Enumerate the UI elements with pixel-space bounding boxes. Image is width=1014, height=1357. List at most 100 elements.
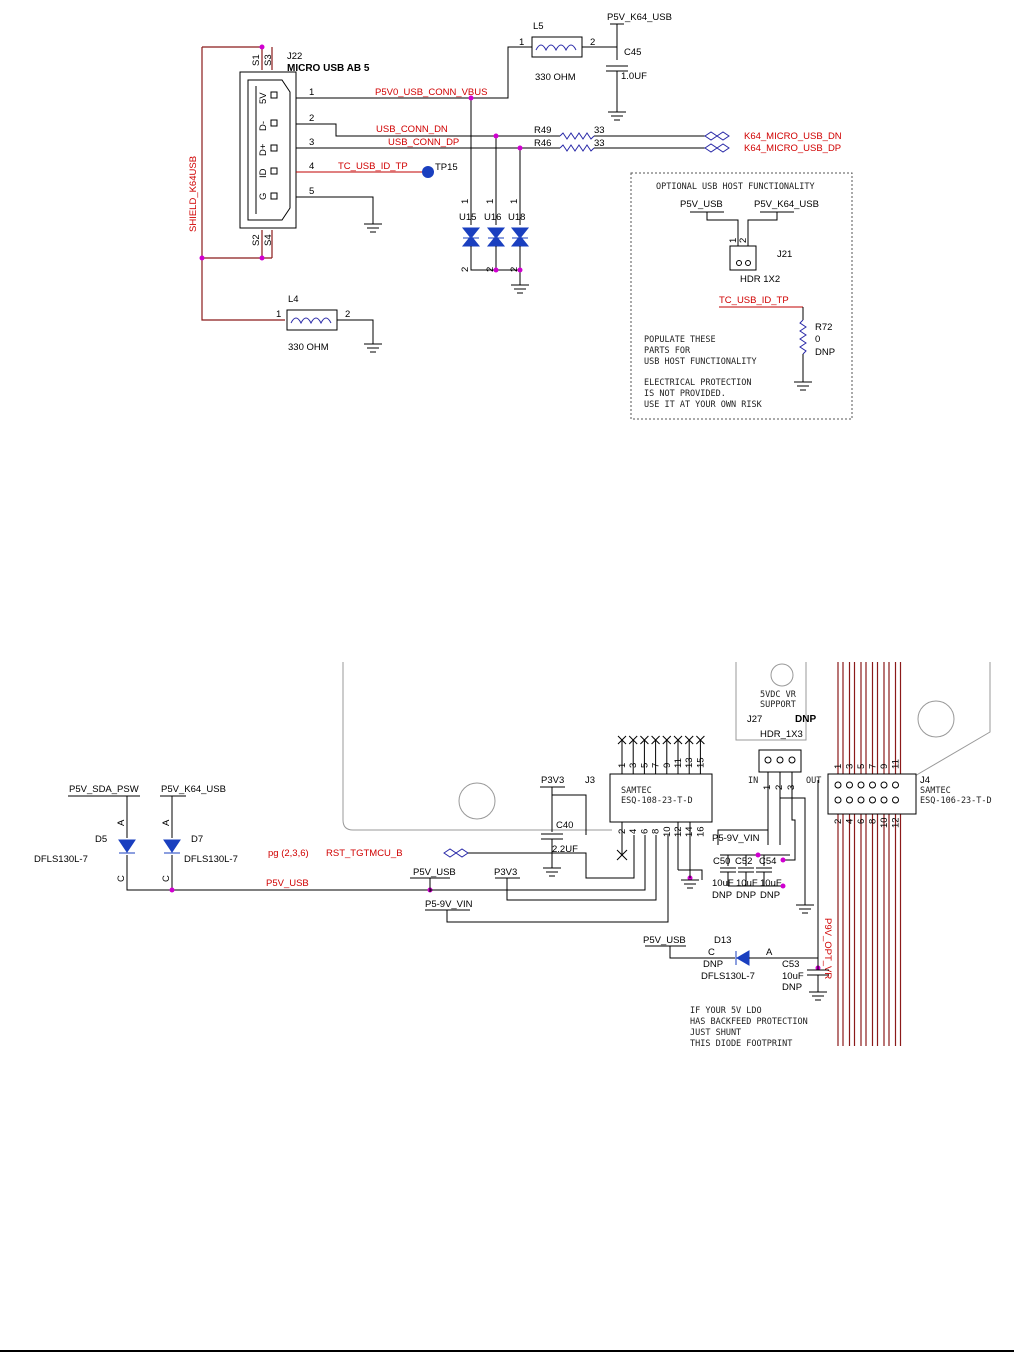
j3-nc-mark [617,735,627,745]
l5-pin1: 1 [519,37,524,48]
j21-pin1: 1 [728,238,739,243]
p5v-usb-net-left: P5V_USB [266,878,309,889]
d5-cathode: C [116,875,127,882]
c53-value: 10uF [782,971,804,982]
j3-nc-mark [628,735,638,745]
p3v3-c40: P3V3 [541,775,564,786]
l5-ref: L5 [533,21,544,32]
p5v-usb-mid: P5V_USB [413,867,456,878]
optional-host-box: OPTIONAL USB HOST FUNCTIONALITY P5V_USB … [630,172,853,420]
shell-pin-s3: S3 [263,54,274,66]
p5-9v-vin-left: P5-9V_VIN [425,899,473,910]
pin-label-dp: D+ [258,143,269,156]
j3-nc-mark [673,735,683,745]
j3-nc-mark [640,735,649,745]
j3-bottom-pin-num: 16 [695,826,706,837]
tp15-testpoint [422,166,434,178]
shell-pin-s1: S1 [251,54,262,66]
optional-title: OPTIONAL USB HOST FUNCTIONALITY [656,182,815,192]
r72-value: 0 [815,334,820,345]
pin-label-id: ID [258,168,269,178]
c54-value: 10uF [760,878,782,889]
tvs-u16-pin1: 1 [485,199,496,204]
l4-pin1: 1 [276,309,281,320]
j4-bottom-pin-num: 6 [856,819,867,824]
ldo-note-4: THIS DIODE FOOTPRINT [690,1039,792,1049]
tvs-u15-pin1: 1 [460,199,471,204]
j4-pin-top [869,781,876,789]
j21-pin2: 2 [738,238,749,243]
id-net-label: TC_USB_ID_TP [338,161,408,172]
l4-ref: L4 [288,294,299,305]
l5-pin2: 2 [590,37,595,48]
d7-part: DFLS130L-7 [184,854,238,865]
opt-p5v-k64: P5V_K64_USB [754,199,819,210]
c52-value: 10uF [736,878,758,889]
usb-connector-section: SHIELD_K64USB S1 S3 S2 S4 J22 MICRO USB … [188,12,842,353]
j4-bottom-pin-num: 4 [845,819,856,824]
j3-top-pin-num: 11 [673,758,684,768]
d13-part: DFLS130L-7 [701,971,755,982]
p9v-opt-net: P9V_OPT_VR [822,918,833,979]
rst-net: RST_TGTMCU_B [326,848,403,859]
r72-dnp: DNP [815,347,835,358]
opt-id-net: TC_USB_ID_TP [719,295,789,306]
j27-dnp: DNP [795,714,816,725]
dn-net-label: USB_CONN_DN [376,124,448,135]
j3-vendor: SAMTEC [621,786,652,796]
k64-dp-net: K64_MICRO_USB_DP [744,143,841,154]
d13-cathode: C [708,947,715,958]
note2-line3: USE IT AT YOUR OWN RISK [644,400,763,410]
r49-ref: R49 [534,125,551,136]
j3-bottom-pin-num: 4 [628,829,639,834]
tvs-u16-ref: U16 [484,212,501,223]
d5-part: DFLS130L-7 [34,854,88,865]
d13-ref: D13 [714,935,731,946]
j21-ref: J21 [777,249,792,260]
d7-net: P5V_K64_USB [161,784,226,795]
ldo-note-2: HAS BACKFEED PROTECTION [690,1017,808,1027]
j4-pin-bottom [869,796,876,804]
j4-bottom-pin-num: 12 [891,817,902,828]
ldo-note-1: IF YOUR 5V LDO [690,1006,762,1016]
j22-ref: J22 [287,51,302,62]
j3-nc-mark [662,735,672,745]
c53-dnp: DNP [782,982,802,993]
pin-label-dm: D- [258,121,269,131]
j4-top-pin-num: 7 [868,764,879,769]
d13-dnp: DNP [703,959,723,970]
j4-bottom-pin-num: 2 [833,819,844,824]
d5-ref: D5 [95,834,107,845]
j3-nc-mark [696,735,705,745]
l4-pin2: 2 [345,309,350,320]
pin-label-5v: 5V [258,92,269,104]
j22-name: MICRO USB AB 5 [287,63,370,74]
j21-name: HDR 1X2 [740,274,780,285]
p5-9v-vin-right: P5-9V_VIN [712,833,760,844]
opt-p5v-usb: P5V_USB [680,199,723,210]
tvs-u16-pin2: 2 [485,267,496,272]
note2-line1: ELECTRICAL PROTECTION [644,378,751,388]
j3-bottom-pin-num: 6 [639,829,650,834]
c53-ref: C53 [782,959,799,970]
k64-dn-net: K64_MICRO_USB_DN [744,131,842,142]
j4-top-pin-num: 9 [879,764,890,769]
capacitor-c40 [540,786,587,877]
resistor-r49 [559,132,705,140]
d13-net: P5V_USB [643,935,686,946]
j3-nc-mark [651,735,660,745]
j27-ref: J27 [747,714,762,725]
diode-d5 [68,795,440,891]
shell-pin-s4: S4 [263,234,274,246]
r46-value: 33 [594,138,605,149]
j27-note1: 5VDC VR [760,690,797,700]
inductor-l4 [286,309,382,353]
shell-pin-s2: S2 [251,234,262,246]
d7-ref: D7 [191,834,203,845]
usb-pin-boxes [270,91,278,200]
j4-pin-top [892,781,899,789]
note2-line2: IS NOT PROVIDED. [644,389,726,399]
tvs-u15-pin2: 2 [460,267,471,272]
